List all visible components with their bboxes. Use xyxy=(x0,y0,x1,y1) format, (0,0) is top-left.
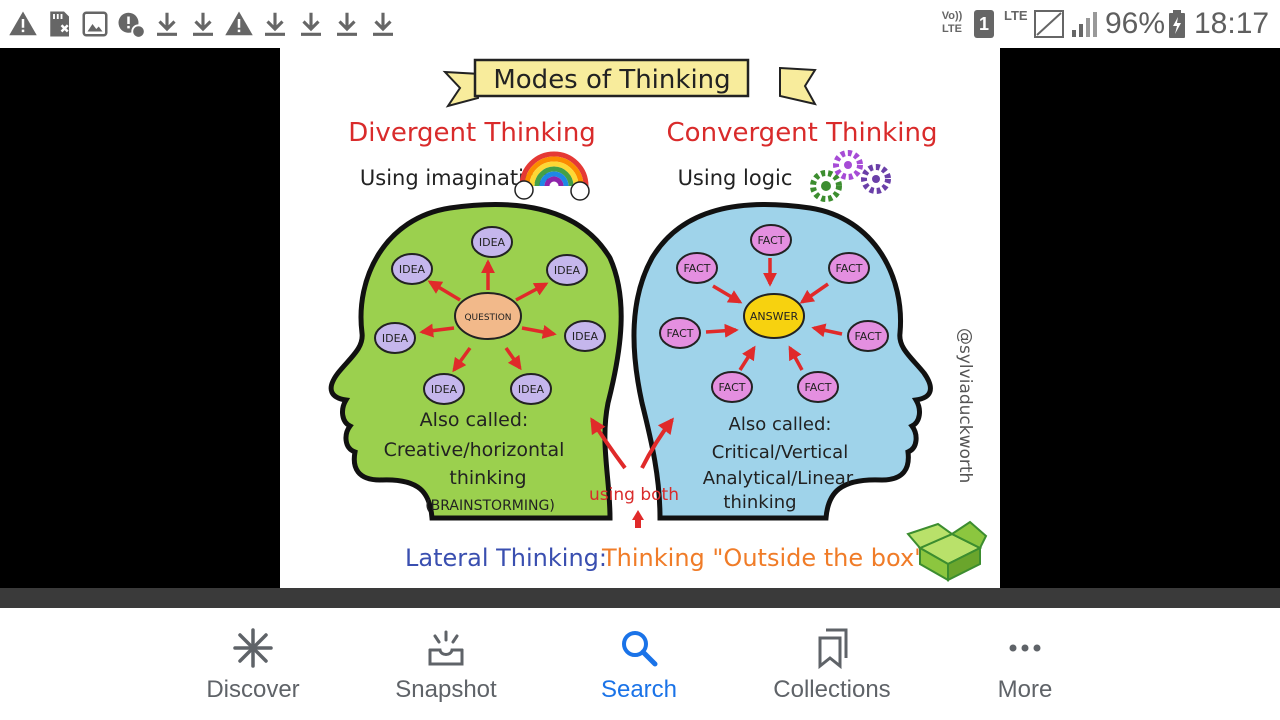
nav-collections[interactable]: Collections xyxy=(742,608,922,720)
infographic: Modes of Thinking Divergent Thinking Usi… xyxy=(280,48,1000,588)
infographic-title: Modes of Thinking xyxy=(493,65,730,95)
divergent-heading: Divergent Thinking xyxy=(348,118,596,148)
nav-label: Search xyxy=(549,676,729,704)
svg-text:(BRAINSTORMING): (BRAINSTORMING) xyxy=(425,498,555,514)
nav-label: Discover xyxy=(163,676,343,704)
convergent-center-node: ANSWER xyxy=(744,294,804,338)
using-both-label: using both xyxy=(589,485,679,505)
svg-text:IDEA: IDEA xyxy=(431,383,458,396)
sd-card-icon xyxy=(44,9,74,39)
download-icon xyxy=(260,9,290,39)
collections-icon xyxy=(812,626,852,670)
warning-icon xyxy=(8,9,38,39)
image-viewer[interactable]: Modes of Thinking Divergent Thinking Usi… xyxy=(0,48,1280,588)
svg-text:FACT: FACT xyxy=(854,330,881,343)
download-icon xyxy=(296,9,326,39)
more-icon xyxy=(1005,626,1045,670)
sim-indicator: 1 xyxy=(974,10,994,38)
warning-icon xyxy=(224,9,254,39)
nav-label: Collections xyxy=(742,676,922,704)
sheet-divider xyxy=(0,588,1280,608)
snapshot-icon xyxy=(426,626,466,670)
nav-label: Snapshot xyxy=(356,676,536,704)
nav-search[interactable]: Search xyxy=(549,608,729,720)
download-icon xyxy=(332,9,362,39)
svg-text:QUESTION: QUESTION xyxy=(464,313,511,323)
lateral-label: Lateral Thinking: xyxy=(405,544,607,572)
gears-icon xyxy=(813,153,888,199)
battery-percent: 96% xyxy=(1105,6,1165,42)
battery-charging-icon xyxy=(1168,10,1186,38)
divergent-center-node: QUESTION xyxy=(455,293,521,339)
download-icon xyxy=(368,9,398,39)
convergent-subtitle: Using logic xyxy=(678,166,793,190)
rainbow-icon xyxy=(515,154,589,200)
image-icon xyxy=(80,9,110,39)
status-bar: Vo)) LTE 1 LTE 96% 18:17 xyxy=(0,0,1280,48)
svg-text:Also called:: Also called: xyxy=(420,409,529,431)
sync-alert-icon xyxy=(116,9,146,39)
svg-text:FACT: FACT xyxy=(718,381,745,394)
nav-discover[interactable]: Discover xyxy=(163,608,343,720)
search-icon xyxy=(619,626,659,670)
up-arrow-icon xyxy=(632,510,644,520)
svg-text:Critical/Vertical: Critical/Vertical xyxy=(712,442,848,463)
convergent-heading: Convergent Thinking xyxy=(667,118,938,148)
svg-text:FACT: FACT xyxy=(683,262,710,275)
nav-snapshot[interactable]: Snapshot xyxy=(356,608,536,720)
modes-of-thinking-image[interactable]: Modes of Thinking Divergent Thinking Usi… xyxy=(280,48,1000,588)
svg-text:FACT: FACT xyxy=(804,381,831,394)
svg-text:IDEA: IDEA xyxy=(382,332,409,345)
svg-text:Creative/horizontal: Creative/horizontal xyxy=(384,439,565,461)
svg-text:thinking: thinking xyxy=(449,467,526,489)
bottom-navigation: Discover Snapshot Search Collections Mor… xyxy=(0,608,1280,720)
svg-text:ANSWER: ANSWER xyxy=(750,310,799,323)
svg-text:IDEA: IDEA xyxy=(399,263,426,276)
author-credit: @sylviaduckworth xyxy=(955,328,975,483)
svg-text:IDEA: IDEA xyxy=(479,236,506,249)
svg-text:thinking: thinking xyxy=(723,492,796,513)
svg-text:FACT: FACT xyxy=(757,234,784,247)
asterisk-icon xyxy=(233,626,273,670)
signal-empty-icon xyxy=(1034,10,1064,38)
download-icon xyxy=(188,9,218,39)
download-icon xyxy=(152,9,182,39)
svg-text:FACT: FACT xyxy=(835,262,862,275)
up-arrow-stem xyxy=(635,520,641,528)
svg-text:Analytical/Linear: Analytical/Linear xyxy=(703,468,854,489)
volte-indicator: Vo)) LTE xyxy=(934,10,970,36)
signal-strength-icon xyxy=(1070,10,1100,38)
svg-text:IDEA: IDEA xyxy=(554,264,581,277)
svg-text:IDEA: IDEA xyxy=(518,383,545,396)
nav-more[interactable]: More xyxy=(935,608,1115,720)
svg-text:IDEA: IDEA xyxy=(572,330,599,343)
lateral-description: Thinking "Outside the box" xyxy=(601,544,925,572)
nav-label: More xyxy=(935,676,1115,704)
title-banner: Modes of Thinking xyxy=(445,60,815,106)
lte-label: LTE xyxy=(1004,8,1028,23)
svg-text:Also called:: Also called: xyxy=(729,414,832,435)
clock: 18:17 xyxy=(1194,6,1269,42)
svg-text:FACT: FACT xyxy=(666,327,693,340)
